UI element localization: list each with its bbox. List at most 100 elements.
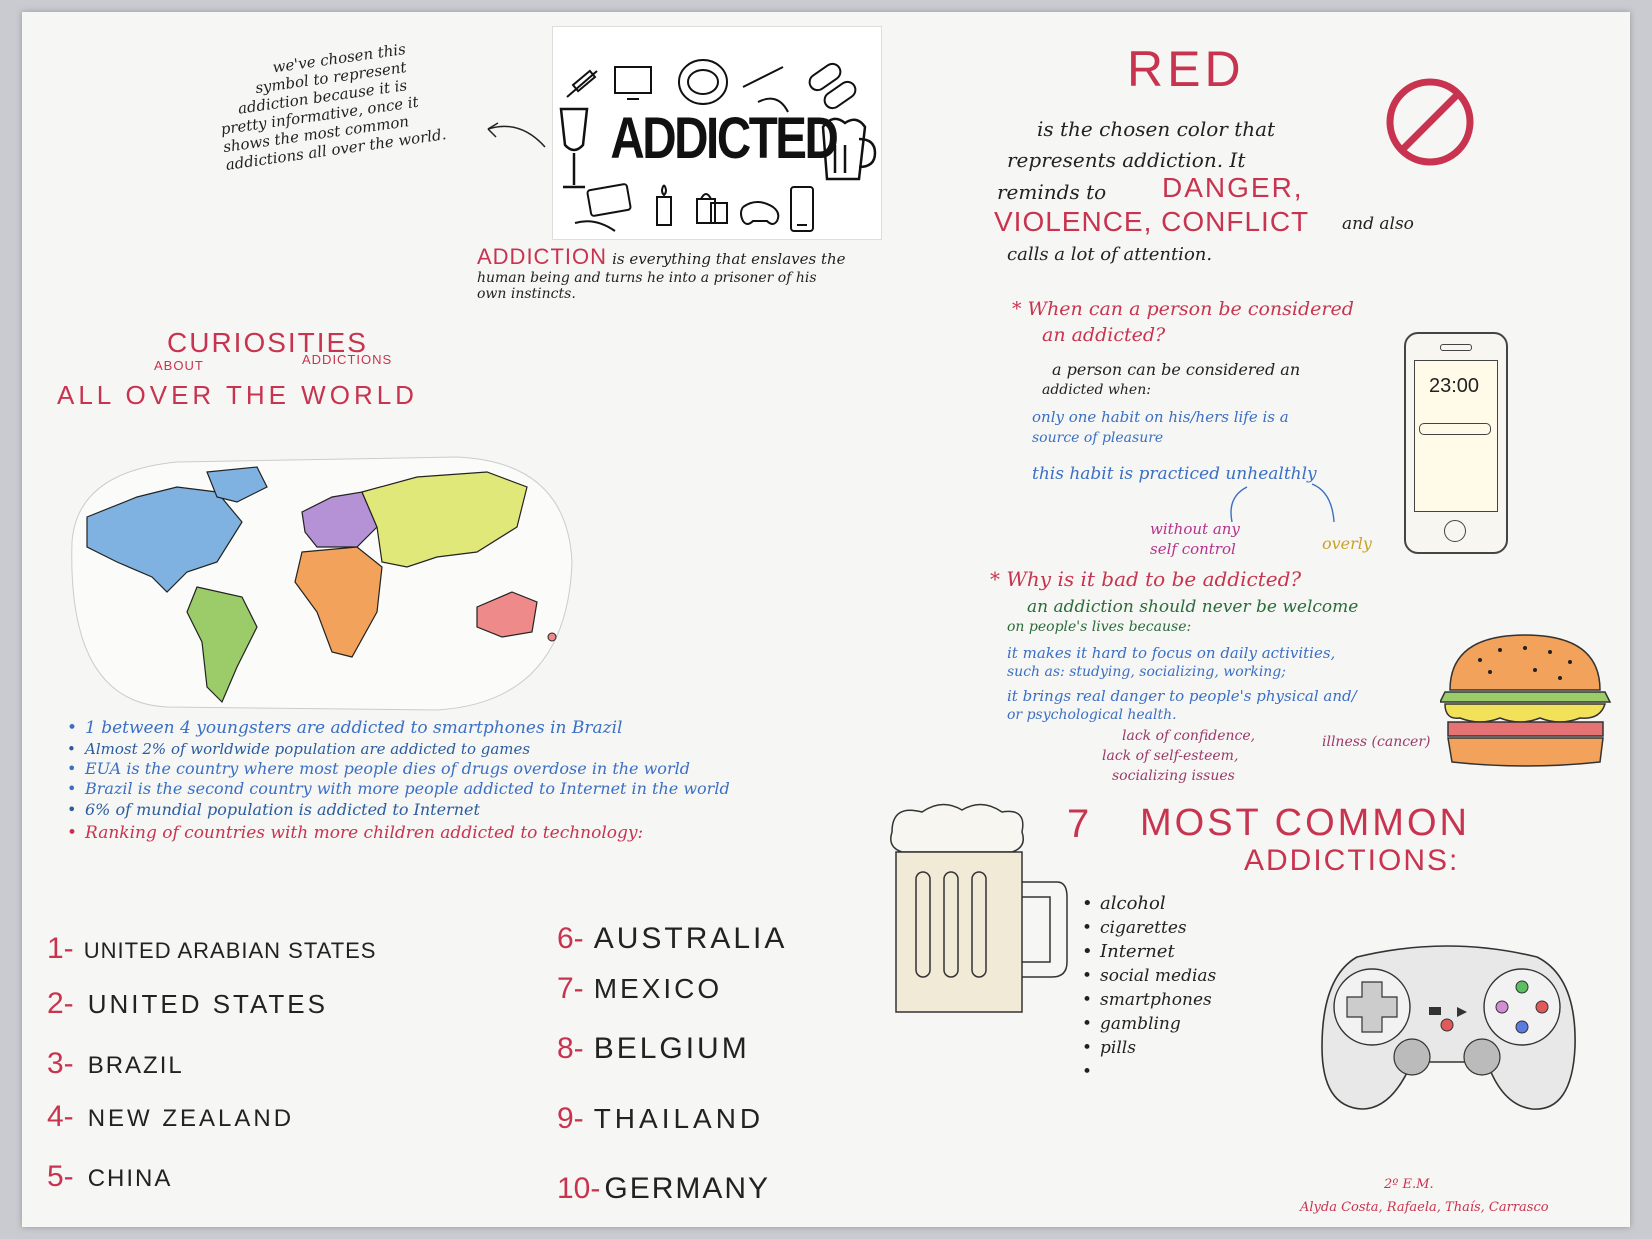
red-line: calls a lot of attention. <box>1007 244 1213 265</box>
rank-country: UNITED STATES <box>87 989 328 1019</box>
food-plate-icon <box>678 59 728 105</box>
wine-glass-icon <box>559 107 589 189</box>
why-point: or psychological health. <box>1007 707 1177 723</box>
why-sub: lack of self-esteem, <box>1102 748 1239 764</box>
rank-number: 10- <box>557 1172 601 1205</box>
when-answer: addicted when: <box>1042 382 1151 398</box>
cigarette-icon <box>742 66 789 113</box>
beer-mug-drawing <box>890 803 1068 1013</box>
branch-arrows <box>1230 483 1335 523</box>
fact-item: Ranking of countries with more children … <box>67 821 730 845</box>
most-common-subtitle: ADDICTIONS: <box>1244 844 1460 877</box>
rank-number: 3- <box>47 1047 74 1080</box>
fact-item: 1 between 4 youngsters are addicted to s… <box>67 717 730 739</box>
burger-drawing <box>1440 634 1612 767</box>
ranking-row: 7- MEXICO <box>557 972 722 1006</box>
ranking-row: 5-CHINA <box>47 1160 172 1194</box>
why-sub: lack of confidence, <box>1122 728 1256 744</box>
when-answer: a person can be considered an <box>1052 360 1301 379</box>
gamepad-drawing <box>1321 945 1576 1110</box>
fact-item: 6% of mundial population is addicted to … <box>67 799 730 821</box>
rank-country: MEXICO <box>593 973 723 1004</box>
rank-number: 2- <box>47 987 74 1020</box>
asia <box>361 471 528 568</box>
red-line: is the chosen color that <box>1037 117 1276 141</box>
rank-country: BELGIUM <box>593 1032 750 1065</box>
definition-line: own instincts. <box>477 286 576 302</box>
red-danger: DANGER, <box>1162 172 1304 203</box>
ranking-row: 3- BRAZIL <box>47 1047 184 1081</box>
phone-speaker <box>1440 344 1472 351</box>
ranking-row: 6- AUSTRALIA <box>557 922 787 956</box>
why-answer: on people's lives because: <box>1007 619 1192 635</box>
north-america <box>86 486 243 593</box>
definition-keyword: ADDICTION <box>477 244 607 269</box>
phone-time: 23:00 <box>1429 375 1480 397</box>
addiction-item: pills <box>1082 1036 1216 1060</box>
when-branch: self control <box>1150 540 1236 558</box>
signature-class: 2º E.M. <box>1384 1177 1434 1192</box>
rank-country: UNITED ARABIAN STATES <box>83 938 377 963</box>
fact-item: Almost 2% of worldwide population are ad… <box>67 739 730 759</box>
phone-notification <box>1419 423 1491 435</box>
rank-country: BRAZIL <box>87 1052 184 1079</box>
arrow-icon <box>487 122 546 148</box>
why-point: it brings real danger to people's physic… <box>1007 687 1357 705</box>
tv-icon <box>614 66 652 100</box>
rank-number: 7- <box>557 972 584 1005</box>
greenland <box>206 466 268 503</box>
definition-block: ADDICTION is everything that enslaves th… <box>477 244 937 302</box>
when-branch: without any <box>1150 520 1240 538</box>
addiction-item: alcohol <box>1082 892 1216 916</box>
fact-item: EUA is the country where most people die… <box>67 759 730 779</box>
most-common-title: MOST COMMON <box>1140 802 1470 844</box>
definition-line: human being and turns he into a prisoner… <box>477 270 817 286</box>
addiction-icons <box>559 59 877 232</box>
beer-mug-icon <box>821 117 877 181</box>
when-point: this habit is practiced unhealthly <box>1032 464 1317 484</box>
addiction-item <box>1082 1060 1216 1084</box>
addiction-item: cigarettes <box>1082 916 1216 940</box>
ranking-row: 8- BELGIUM <box>557 1032 750 1066</box>
europe <box>301 491 378 548</box>
red-line: reminds to <box>997 180 1107 204</box>
rank-country: AUSTRALIA <box>593 922 788 955</box>
curiosities-world: ALL OVER THE WORLD <box>57 380 418 410</box>
africa <box>294 546 383 658</box>
phone-home-button <box>1444 520 1466 542</box>
red-line: represents addiction. It <box>1007 148 1246 172</box>
pills-icon <box>808 62 857 110</box>
ranking-row: 1- UNITED ARABIAN STATES <box>47 932 376 966</box>
curiosities-about: ABOUT <box>154 358 204 373</box>
red-violence: VIOLENCE, CONFLICT <box>994 206 1310 237</box>
addiction-item: Internet <box>1082 940 1216 964</box>
when-branch: overly <box>1322 534 1372 553</box>
why-sub: illness (cancer) <box>1322 734 1431 750</box>
ranking-row: 9- THAILAND <box>557 1102 764 1136</box>
credit-card-icon <box>574 183 632 232</box>
rank-country: GERMANY <box>604 1172 771 1205</box>
phone-screen: 23:00 <box>1414 360 1498 512</box>
why-question: * Why is it bad to be addicted? <box>990 567 1302 591</box>
poster-board: we've chosen this symbol to represent ad… <box>22 12 1630 1227</box>
south-america <box>186 586 258 704</box>
rank-number: 1- <box>47 932 74 965</box>
why-answer: an addiction should never be welcome <box>1027 597 1359 617</box>
ranking-row: 10-GERMANY <box>557 1172 770 1206</box>
rank-number: 8- <box>557 1032 584 1065</box>
curiosities-title: CURIOSITIES <box>167 327 368 358</box>
rank-number: 9- <box>557 1102 584 1135</box>
rank-country: NEW ZEALAND <box>87 1105 295 1132</box>
rank-number: 6- <box>557 922 584 955</box>
phone-drawing: 23:00 <box>1404 332 1508 554</box>
addiction-item: smartphones <box>1082 988 1216 1012</box>
addicted-logo-card: ADDICTED <box>552 26 882 240</box>
when-point: source of pleasure <box>1032 430 1164 446</box>
prohibition-icon <box>1386 78 1474 166</box>
rank-country: CHINA <box>87 1165 173 1192</box>
lighter-icon <box>656 184 672 226</box>
rank-country: THAILAND <box>593 1103 765 1134</box>
why-sub: socializing issues <box>1112 768 1235 784</box>
when-point: only one habit on his/hers life is a <box>1032 408 1289 426</box>
most-common-number: 7 <box>1067 802 1090 846</box>
